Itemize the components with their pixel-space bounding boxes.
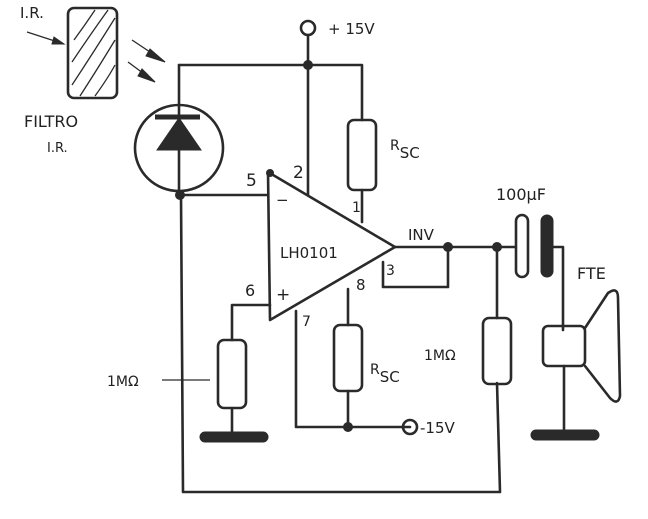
capacitor-100uf	[514, 213, 565, 332]
ground-speaker-icon	[530, 429, 600, 441]
resistor-1m-left	[216, 338, 248, 410]
noninverting-sign: +	[276, 285, 290, 305]
terminal-minus15v[interactable]	[401, 418, 419, 436]
resistor-1m-right	[481, 316, 513, 386]
pin-6-label: 6	[245, 281, 255, 300]
supply-negative-label: -15V	[420, 419, 455, 437]
photodiode	[133, 63, 225, 197]
filter-label: FILTRO	[24, 112, 78, 131]
opamp-lh0101	[266, 170, 397, 322]
rsc-bottom-label: RSC	[370, 362, 400, 386]
ir-filter	[66, 6, 119, 100]
ir-light-arrows-icon	[127, 39, 166, 83]
resistor-rsc-top	[346, 118, 378, 192]
node-top	[303, 60, 313, 70]
ir-incoming-arrow-icon	[26, 31, 66, 45]
ir-label: I.R.	[20, 4, 44, 22]
speaker-label: FTE	[577, 264, 606, 283]
resistor-rsc-bottom	[332, 323, 364, 393]
r-left-label: 1MΩ	[107, 374, 139, 390]
wire-pin7	[294, 309, 412, 429]
pin-2-label: 2	[293, 163, 304, 183]
inverting-sign: −	[276, 191, 289, 209]
speaker-icon[interactable]	[530, 289, 622, 441]
ground-left-icon	[199, 431, 269, 443]
pin-3-label: 3	[386, 263, 395, 279]
wire-top-rail	[177, 63, 364, 122]
r-right-label: 1MΩ	[424, 348, 456, 364]
node-minus15v	[343, 422, 353, 432]
filter-sublabel: I.R.	[47, 141, 68, 156]
wire-feedback	[179, 193, 502, 494]
terminal-plus15v[interactable]	[299, 19, 317, 37]
pin-1-label: 1	[352, 200, 361, 216]
supply-positive-label: + 15V	[328, 20, 375, 38]
pin-5-label: 5	[246, 171, 257, 191]
pin-7-label: 7	[302, 314, 311, 330]
rsc-top-label: RSC	[390, 138, 420, 162]
wire-pin3-loop	[381, 245, 450, 289]
opamp-name: LH0101	[280, 244, 338, 262]
pin-8-label: 8	[356, 276, 366, 294]
output-label: INV	[408, 226, 435, 244]
wire-pin6	[230, 303, 272, 342]
capacitor-label: 100µF	[496, 185, 546, 204]
